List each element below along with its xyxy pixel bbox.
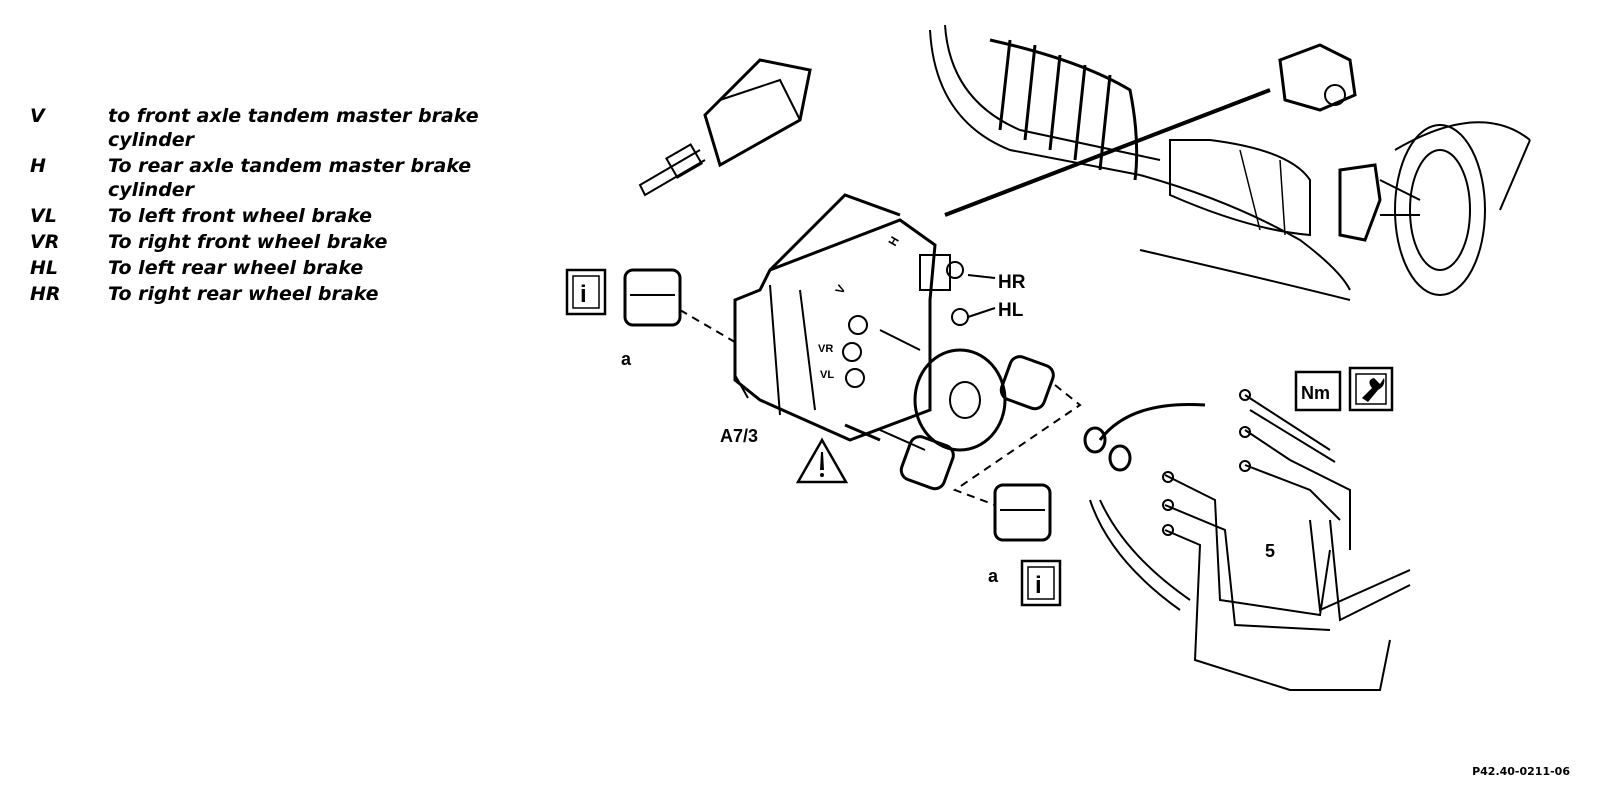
info-box-right: i [1020, 559, 1062, 607]
legend-row-hr: HR To right rear wheel brake [30, 282, 550, 306]
legend-text: To rear axle tandem master brake cylinde… [108, 155, 472, 201]
label-hr: HR [998, 272, 1026, 293]
torque-box: Nm [1294, 370, 1342, 412]
label-5: 5 [1265, 541, 1275, 561]
hr-leader [967, 274, 996, 279]
hl-leader [967, 307, 996, 318]
legend-code: V [30, 105, 45, 127]
legend-code: VR [30, 231, 60, 253]
warning-icon [795, 437, 849, 484]
legend-text: To right front wheel brake [108, 231, 388, 253]
port-vr-label: VR [818, 343, 833, 355]
vehicle-front [929, 24, 1531, 301]
legend-code: H [30, 155, 46, 177]
info-icon: i [1035, 572, 1042, 599]
legend-row-vl: VL To left front wheel brake [30, 204, 550, 228]
alignment-lines [679, 309, 1082, 506]
legend: V to front axle tandem master brake cyli… [30, 104, 550, 308]
legend-text: To right rear wheel brake [108, 283, 379, 305]
legend-row-h: H To rear axle tandem master brake cylin… [30, 154, 550, 202]
hydraulic-unit [733, 193, 1007, 452]
rubber-mounts [623, 268, 1055, 542]
label-a-right: a [988, 566, 999, 586]
legend-row-vr: VR To right front wheel brake [30, 230, 550, 254]
port-v-label: V [832, 283, 848, 297]
legend-text: To left rear wheel brake [108, 257, 364, 279]
legend-text: To left front wheel brake [108, 205, 373, 227]
figure-id: P42.40-0211-06 [1472, 765, 1570, 778]
label-a7-3: A7/3 [720, 426, 758, 446]
legend-text: to front axle tandem master brake cylind… [108, 105, 479, 151]
label-hl: HL [998, 300, 1024, 321]
legend-code: HL [30, 257, 59, 279]
legend-code: VL [30, 205, 57, 227]
port-vl-label: VL [820, 369, 834, 381]
special-tool-icon [1348, 366, 1394, 412]
brake-lines [1083, 389, 1411, 691]
legend-row-v: V to front axle tandem master brake cyli… [30, 104, 550, 152]
legend-row-hl: HL To left rear wheel brake [30, 256, 550, 280]
info-box-left: i [565, 268, 607, 316]
info-icon: i [580, 281, 587, 308]
label-a-left: a [621, 349, 632, 369]
brake-switch [638, 58, 812, 197]
wheel-sensor-connectors [944, 43, 1421, 242]
legend-code: HR [30, 283, 61, 305]
port-h-label: H [885, 234, 901, 249]
nm-label: Nm [1301, 383, 1330, 403]
a7-3-leader [734, 374, 749, 399]
